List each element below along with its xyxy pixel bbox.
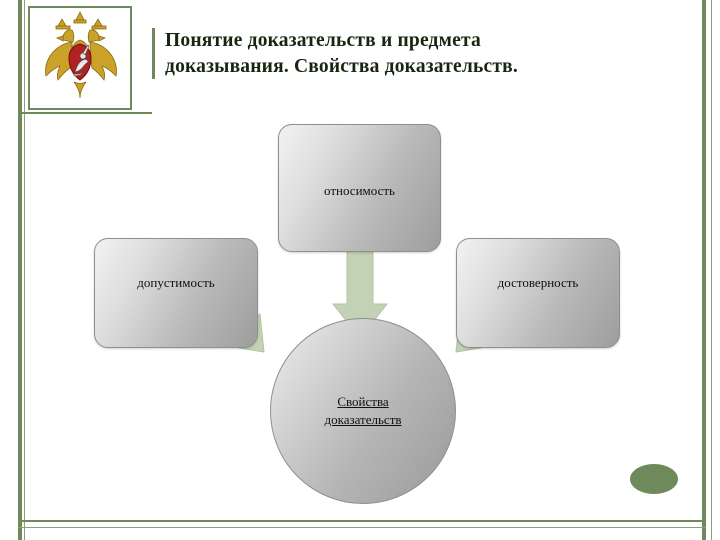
right-border-hairline (711, 0, 712, 540)
diagram-node-center[interactable]: Свойства доказательств (270, 318, 456, 504)
diagram-node-center-label-line2: доказательств (324, 412, 402, 427)
decorative-green-dot (630, 464, 678, 494)
page-title: Понятие доказательств и предмета доказыв… (165, 30, 518, 77)
diagram-node-admissibility[interactable]: допустимость (94, 238, 258, 348)
diagram-node-relevance[interactable]: относимость (278, 124, 441, 252)
diagram-node-relevance-label: относимость (324, 183, 395, 198)
slide-title: Понятие доказательств и предмета доказыв… (152, 28, 560, 80)
diagram-node-reliability-label: достоверность (497, 275, 579, 290)
bottom-divider-line (18, 520, 706, 522)
diagram-node-center-label-line1: Свойства (337, 394, 389, 410)
diagram-node-admissibility-label: допустимость (137, 275, 215, 290)
left-border-bar (18, 0, 22, 540)
top-divider-line (18, 112, 152, 114)
left-border-hairline (24, 0, 25, 540)
russian-coat-of-arms-icon (28, 6, 132, 110)
right-border-bar (702, 0, 706, 540)
bottom-divider-hairline (18, 527, 706, 528)
diagram-node-reliability[interactable]: достоверность (456, 238, 620, 348)
